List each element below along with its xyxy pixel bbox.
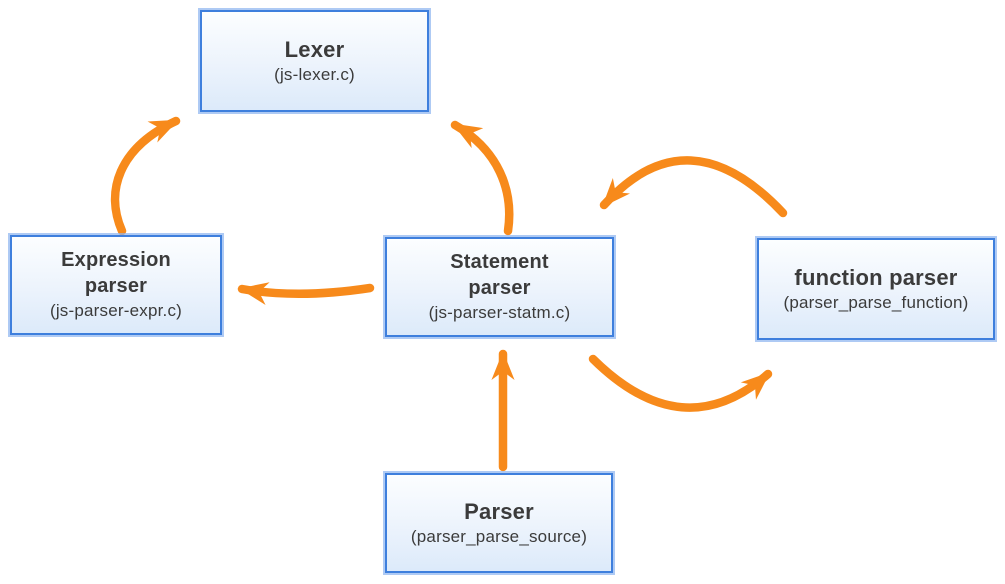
node-expression-parser-title: Expression parser xyxy=(61,249,171,297)
node-parser-subtitle: (parser_parse_source) xyxy=(410,527,588,547)
edge-function-parser-to-statement-parser xyxy=(599,156,788,218)
node-statement-parser-title: Statement parser xyxy=(450,251,549,299)
node-parser-title: Parser xyxy=(464,498,534,524)
node-lexer-title: Lexer xyxy=(284,36,345,62)
node-lexer-subtitle: (js-lexer.c) xyxy=(274,65,355,85)
node-statement-parser-subtitle: (js-parser-statm.c) xyxy=(428,302,571,322)
edge-statement-parser-to-lexer xyxy=(450,120,514,236)
edge-expression-parser-to-lexer xyxy=(110,116,181,236)
node-expression-parser: Expression parser (js-parser-expr.c) xyxy=(10,235,222,335)
node-parser: Parser (parser_parse_source) xyxy=(385,473,613,573)
node-function-parser: function parser (parser_parse_function) xyxy=(757,238,995,340)
node-function-parser-title: function parser xyxy=(794,264,958,290)
node-expression-parser-subtitle: (js-parser-expr.c) xyxy=(49,300,183,320)
node-function-parser-subtitle: (parser_parse_function) xyxy=(783,293,969,313)
edge-statement-parser-to-expression-parser xyxy=(237,282,375,305)
edge-statement-parser-to-function-parser xyxy=(588,354,773,412)
node-statement-parser: Statement parser (js-parser-statm.c) xyxy=(385,237,614,337)
node-lexer: Lexer (js-lexer.c) xyxy=(200,10,429,112)
